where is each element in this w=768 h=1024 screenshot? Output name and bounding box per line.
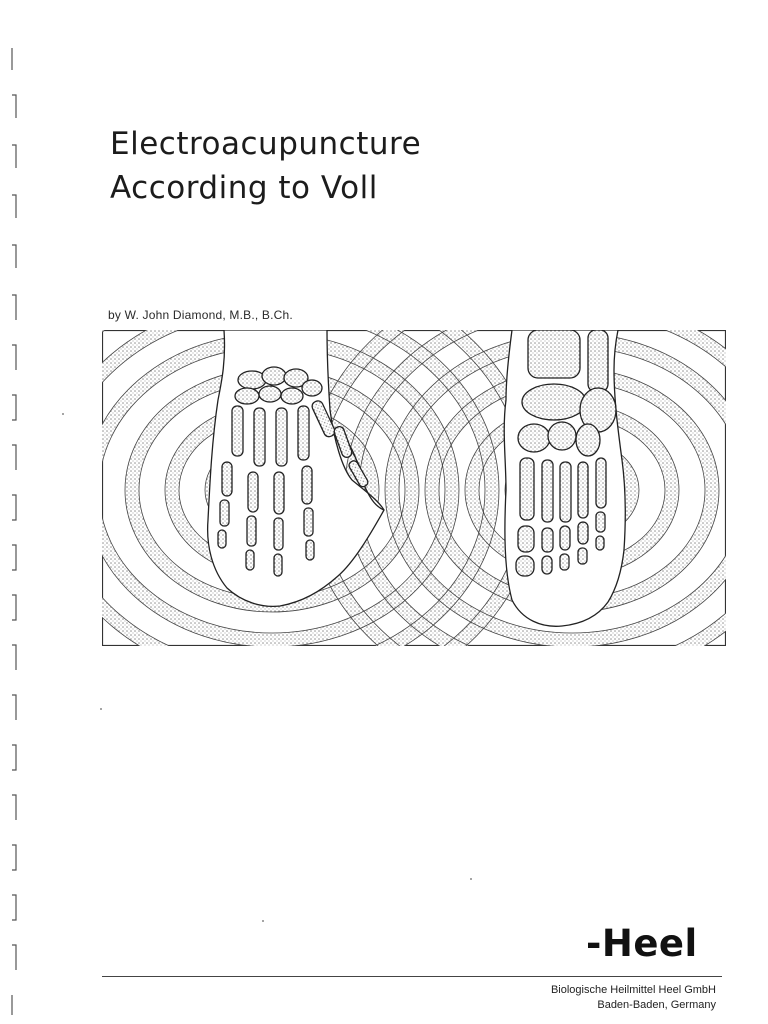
binding-marks bbox=[11, 48, 17, 1015]
footer-rule bbox=[102, 976, 722, 977]
scan-speck bbox=[62, 413, 64, 415]
publisher-location: Baden-Baden, Germany bbox=[597, 999, 716, 1011]
title-line-1: Electroacupuncture bbox=[110, 126, 422, 162]
cover-illustration bbox=[102, 330, 726, 646]
publisher-info: Biologische Heilmittel Heel GmbH Baden-B… bbox=[551, 983, 716, 1013]
publisher-name: Biologische Heilmittel Heel GmbH bbox=[550, 984, 716, 996]
title-line-2: According to Voll bbox=[110, 170, 378, 206]
scan-speck bbox=[262, 920, 264, 922]
author-line: by W. John Diamond, M.B., B.Ch. bbox=[108, 308, 293, 322]
scan-speck bbox=[100, 708, 102, 710]
foot-skeleton bbox=[503, 330, 626, 627]
scan-speck bbox=[470, 878, 472, 880]
hand-skeleton bbox=[206, 330, 385, 608]
book-title: Electroacupuncture According to Voll bbox=[110, 122, 421, 210]
heel-logo: -Heel bbox=[586, 922, 698, 965]
